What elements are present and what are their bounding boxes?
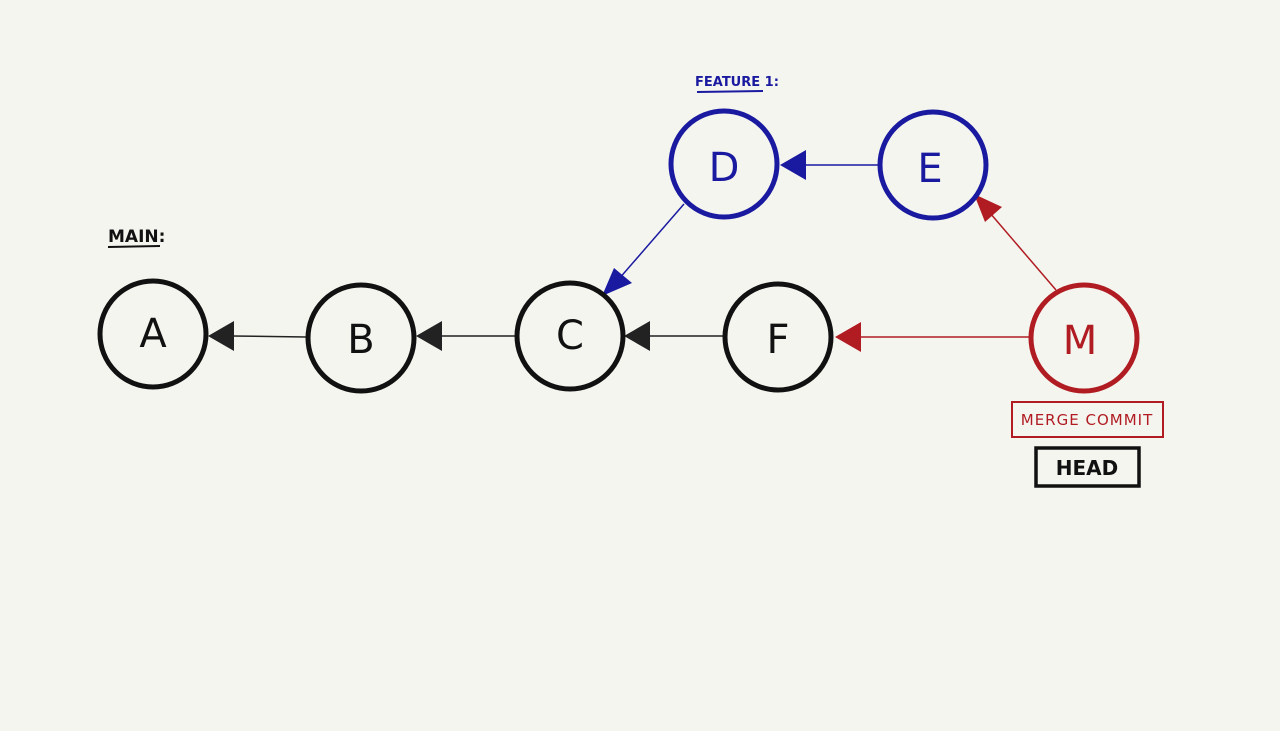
commit-node-e[interactable]: E [877, 109, 989, 221]
commit-label-e: E [917, 146, 942, 192]
head-text: HEAD [1056, 456, 1118, 480]
merge-commit-tag: MERGE COMMIT [1011, 401, 1164, 438]
edge-b-to-a [208, 321, 307, 351]
edge-f-to-c [624, 321, 723, 351]
edge-c-to-b [416, 321, 515, 351]
commit-node-c[interactable]: C [514, 280, 626, 392]
edge-m-to-f [835, 322, 1029, 352]
edge-e-to-d [780, 150, 878, 180]
commit-label-f: F [766, 317, 789, 363]
commit-node-d[interactable]: D [668, 108, 780, 220]
commit-node-b[interactable]: B [305, 282, 417, 394]
edge-d-to-c [602, 203, 685, 296]
commit-node-m[interactable]: M [1028, 282, 1140, 394]
merge-commit-text: MERGE COMMIT [1021, 411, 1153, 429]
commit-node-a[interactable]: A [97, 278, 209, 390]
feature-branch-label: FEATURE 1: [695, 75, 779, 93]
commit-label-a: A [139, 311, 167, 357]
feature-label-text: FEATURE 1: [695, 75, 779, 90]
commit-label-c: C [556, 313, 584, 359]
main-branch-label: MAIN: [107, 227, 165, 248]
head-pointer: HEAD [1034, 446, 1141, 488]
commit-label-b: B [347, 317, 374, 363]
main-label-text: MAIN: [108, 227, 165, 247]
edge-m-to-e [974, 194, 1057, 291]
commit-label-d: D [709, 145, 740, 191]
commit-node-f[interactable]: F [722, 281, 834, 393]
commit-label-m: M [1063, 318, 1098, 364]
